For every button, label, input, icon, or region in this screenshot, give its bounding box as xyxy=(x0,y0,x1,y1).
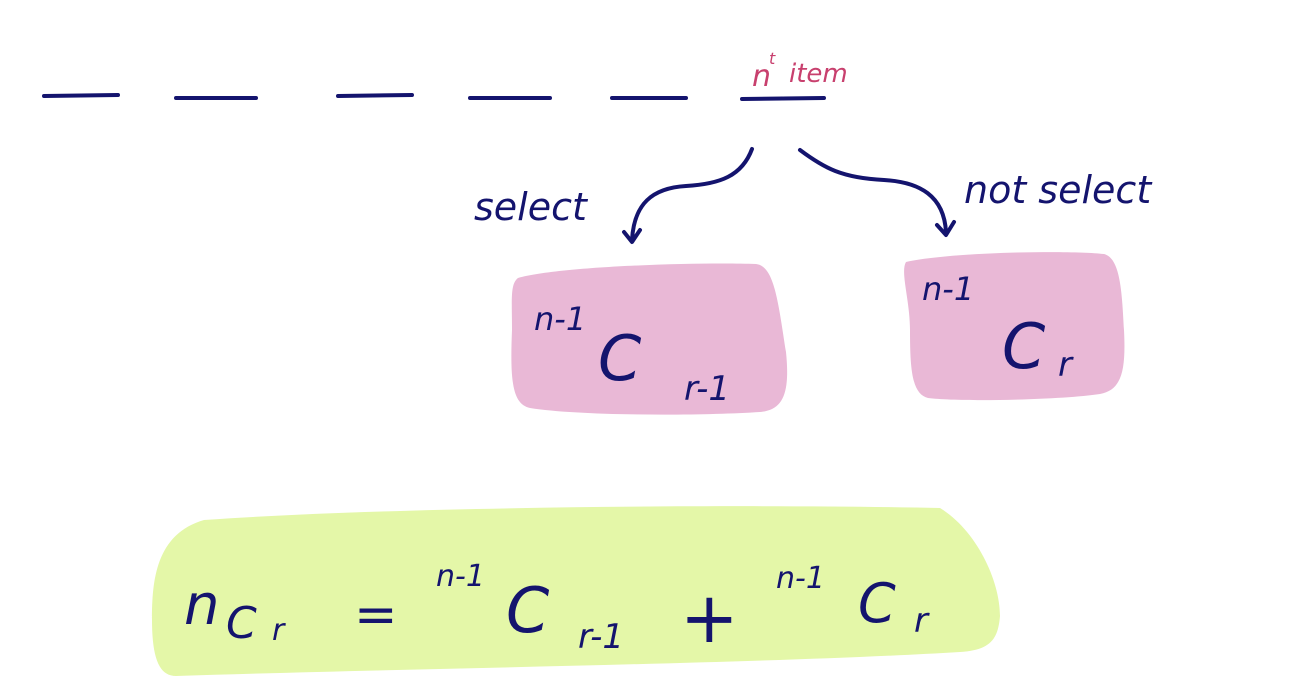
left-box-fill xyxy=(511,263,788,415)
nth-item-base: n xyxy=(752,59,771,94)
branch-arrows xyxy=(622,147,956,244)
right-result-box: n-1 C r xyxy=(904,252,1125,401)
right-box-sub: r xyxy=(1058,345,1074,385)
nth-item-sup: t xyxy=(769,49,776,68)
left-result-box: n-1 C r-1 xyxy=(511,263,788,415)
slot-3 xyxy=(336,93,414,98)
left-box-base: C xyxy=(598,322,642,395)
formula-plus: + xyxy=(680,577,739,659)
left-box-sub: r-1 xyxy=(684,369,730,409)
nth-item-label: n t item xyxy=(752,49,848,94)
formula-term2-sub: r xyxy=(914,601,930,641)
formula-term1-sup: n-1 xyxy=(436,559,485,594)
left-box-sup: n-1 xyxy=(534,300,586,338)
select-arrow xyxy=(630,147,754,242)
right-box-base: C xyxy=(1002,310,1046,383)
not-select-arrowhead xyxy=(935,220,956,237)
slot-1 xyxy=(42,93,120,98)
formula-lhs-sup: n xyxy=(184,573,220,638)
slot-row xyxy=(42,93,826,101)
formula-term2-base: C xyxy=(858,572,896,635)
formula-box: n C r = n-1 C r-1 + n-1 C r xyxy=(152,506,1000,676)
formula-lhs-sub: r xyxy=(272,613,286,648)
nth-item-word: item xyxy=(789,59,848,89)
formula-term2-sup: n-1 xyxy=(776,561,825,596)
not-select-label: not select xyxy=(964,168,1153,212)
select-label: select xyxy=(474,185,589,229)
select-arrowhead xyxy=(622,228,642,244)
formula-term1-sub: r-1 xyxy=(578,617,624,657)
right-box-sup: n-1 xyxy=(922,270,974,308)
slot-6-nth-item xyxy=(740,96,826,101)
not-select-arrow xyxy=(798,148,948,234)
formula-lhs-base: C xyxy=(226,598,257,649)
right-box-fill xyxy=(904,252,1125,401)
formula-equals: = xyxy=(354,585,398,645)
formula-term1-base: C xyxy=(506,574,550,647)
formula-box-fill xyxy=(152,506,1000,676)
